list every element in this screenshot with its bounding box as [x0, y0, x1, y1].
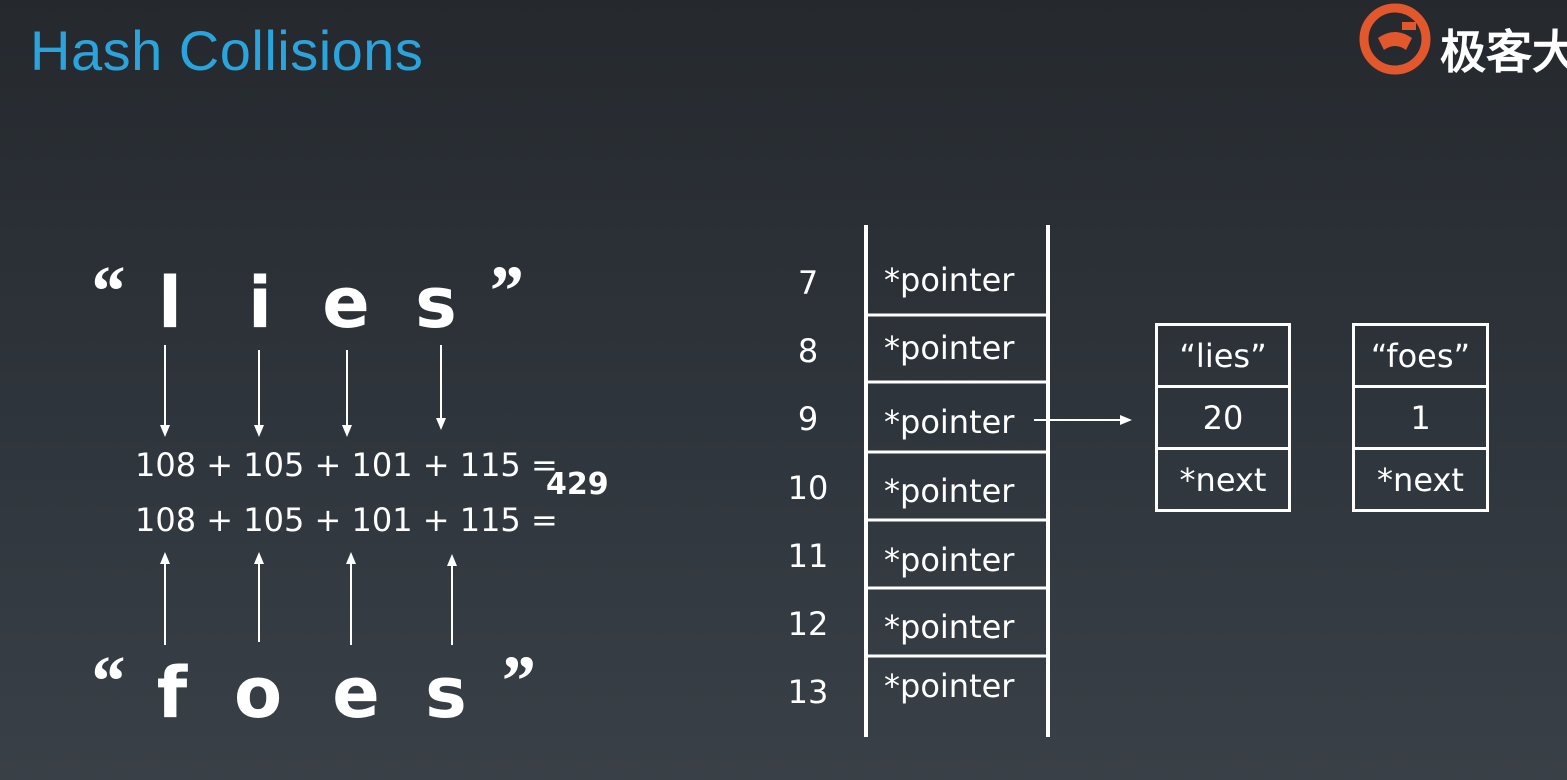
down-arrow-icon: [160, 345, 170, 437]
hash-result: 429: [546, 467, 609, 502]
letter-s: s: [425, 652, 467, 734]
bucket-pointer: *pointer: [884, 472, 1015, 510]
bucket-index: 9: [797, 400, 819, 438]
down-arrow-icon: [342, 350, 352, 437]
letter-e: e: [322, 262, 370, 344]
list-node-foes: “foes” 1 *next: [1352, 323, 1489, 512]
bucket-index: 11: [787, 537, 829, 575]
bucket-index: 13: [787, 673, 829, 711]
node-key: “foes”: [1355, 326, 1486, 388]
hash-table: [864, 225, 1050, 737]
open-quote: “: [88, 251, 124, 331]
list-node-lies: “lies” 20 *next: [1155, 323, 1291, 512]
bucket-index: 7: [797, 264, 819, 302]
node-next: *next: [1377, 461, 1464, 499]
node-key: “lies”: [1158, 326, 1288, 388]
letter-l: l: [158, 262, 182, 344]
close-quote: ”: [486, 251, 522, 331]
open-quote: “: [88, 641, 124, 721]
bucket-index: 10: [787, 469, 829, 507]
close-quote: ”: [498, 641, 534, 721]
letter-s: s: [415, 262, 457, 344]
letter-i: i: [248, 262, 272, 344]
slide-title: Hash Collisions: [30, 19, 424, 82]
bucket-pointer: *pointer: [884, 541, 1015, 579]
down-arrow-icon: [254, 350, 264, 437]
logo: 极客大: [1358, 2, 1567, 79]
bucket-index: 8: [797, 332, 819, 370]
bucket-pointer: *pointer: [884, 329, 1015, 367]
bucket-pointer: *pointer: [884, 261, 1015, 299]
letter-o: o: [233, 652, 283, 734]
node-next: *next: [1179, 461, 1267, 499]
bucket-pointer: *pointer: [884, 667, 1015, 705]
up-arrow-icon: [160, 552, 170, 645]
letter-e: e: [332, 652, 380, 734]
down-arrow-icon: [436, 345, 446, 430]
letter-f: f: [156, 652, 188, 734]
up-arrow-icon: [447, 554, 457, 645]
right-arrow-icon: [1034, 415, 1132, 425]
geekbang-logo-icon: [1359, 3, 1431, 75]
logo-text: 极客大: [1440, 25, 1567, 79]
bucket-pointer: *pointer: [884, 403, 1015, 441]
sum-lies: 108 + 105 + 101 + 115 =: [135, 446, 558, 484]
node-value: 1: [1355, 388, 1486, 450]
bucket-pointer: *pointer: [884, 608, 1015, 646]
bucket-index: 12: [787, 605, 829, 643]
up-arrow-icon: [254, 552, 264, 642]
up-arrow-icon: [346, 552, 356, 645]
node-value: 20: [1158, 388, 1288, 450]
sum-foes: 108 + 105 + 101 + 115 =: [135, 501, 558, 539]
